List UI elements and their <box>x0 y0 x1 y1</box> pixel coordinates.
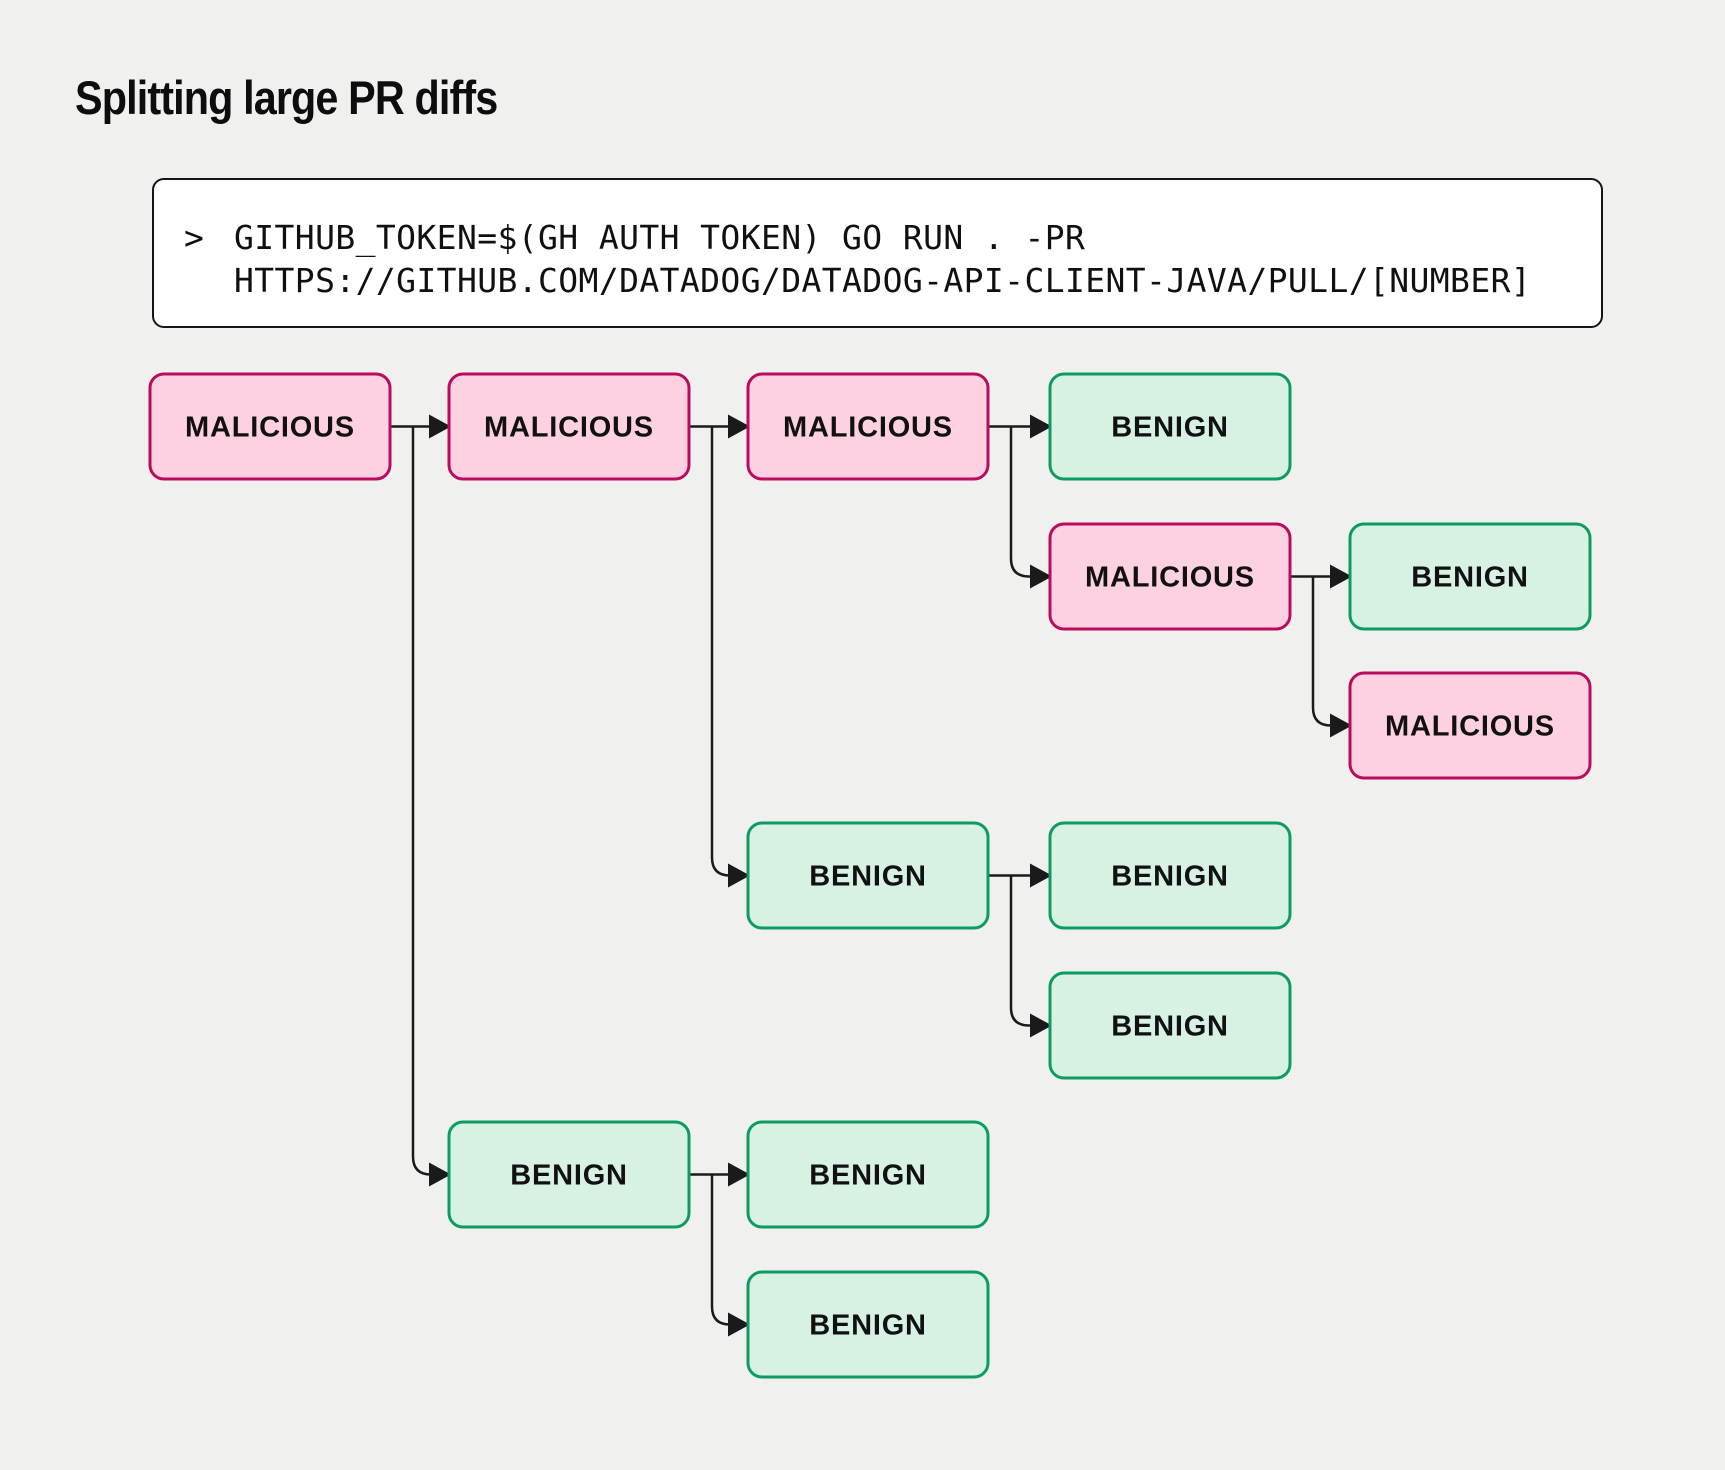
terminal-command-text-1: GITHUB_TOKEN=$(GH AUTH TOKEN) GO RUN . -… <box>234 218 1086 257</box>
node-label: BENIGN <box>809 861 927 893</box>
node-label: MALICIOUS <box>1085 562 1255 594</box>
arrowhead-icon <box>1030 564 1052 589</box>
diagram-edge-n3-n5 <box>1009 426 1034 578</box>
diagram-node-n1-malicious: MALICIOUS <box>148 372 392 481</box>
diagram-node-n13-benign: BENIGN <box>746 1270 990 1379</box>
arrowhead-icon <box>1030 1013 1052 1038</box>
arrowhead-icon <box>728 1162 750 1187</box>
arrowhead-icon <box>429 414 451 439</box>
node-box <box>447 1120 691 1229</box>
terminal-command-box: > GITHUB_TOKEN=$(GH AUTH TOKEN) GO RUN . … <box>152 178 1603 328</box>
diagram-edge-n2-n8 <box>710 426 732 877</box>
node-label: MALICIOUS <box>1385 711 1555 743</box>
diagram-node-n6-benign: BENIGN <box>1348 522 1592 631</box>
node-label: BENIGN <box>1411 562 1529 594</box>
node-box <box>148 372 392 481</box>
arrowhead-icon <box>1330 564 1352 589</box>
node-box <box>1348 522 1592 631</box>
node-box <box>1048 971 1292 1080</box>
node-box <box>746 372 990 481</box>
terminal-line-2: HTTPS://GITHUB.COM/DATADOG/DATADOG-API-C… <box>184 259 1601 302</box>
node-label: BENIGN <box>809 1160 927 1192</box>
diagram-node-n2-malicious: MALICIOUS <box>447 372 691 481</box>
arrowhead-icon <box>1030 863 1052 888</box>
terminal-prompt: > <box>184 218 205 257</box>
arrowhead-icon <box>728 863 750 888</box>
diagram-node-n12-benign: BENIGN <box>746 1120 990 1229</box>
diagram-node-n7-malicious: MALICIOUS <box>1348 671 1592 780</box>
node-label: BENIGN <box>510 1160 628 1192</box>
node-box <box>1048 522 1292 631</box>
node-box <box>746 1270 990 1379</box>
node-label: BENIGN <box>809 1310 927 1342</box>
node-box <box>1048 821 1292 930</box>
diagram-edge-n1-n11 <box>411 426 433 1176</box>
diagram-node-n4-benign: BENIGN <box>1048 372 1292 481</box>
diagram-node-n9-benign: BENIGN <box>1048 821 1292 930</box>
diagram-node-n11-benign: BENIGN <box>447 1120 691 1229</box>
arrowhead-icon <box>429 1162 451 1187</box>
diagram-node-n10-benign: BENIGN <box>1048 971 1292 1080</box>
diagram-edge-n5-n7 <box>1311 576 1334 727</box>
node-label: MALICIOUS <box>484 412 654 444</box>
node-label: BENIGN <box>1111 861 1229 893</box>
diagram-node-n8-benign: BENIGN <box>746 821 990 930</box>
node-box <box>1048 372 1292 481</box>
diagram-edge-n11-n13 <box>710 1174 732 1326</box>
node-box <box>447 372 691 481</box>
terminal-line-1: > GITHUB_TOKEN=$(GH AUTH TOKEN) GO RUN . … <box>184 216 1601 259</box>
node-box <box>1348 671 1592 780</box>
diagram-node-n3-malicious: MALICIOUS <box>746 372 990 481</box>
diagram-node-n5-malicious: MALICIOUS <box>1048 522 1292 631</box>
arrowhead-icon <box>1030 414 1052 439</box>
node-box <box>746 1120 990 1229</box>
page-title: Splitting large PR diffs <box>75 71 498 124</box>
node-label: MALICIOUS <box>783 412 953 444</box>
node-label: MALICIOUS <box>185 412 355 444</box>
arrowhead-icon <box>728 1312 750 1337</box>
arrowhead-icon <box>1330 713 1352 738</box>
diagram-edge-n8-n10 <box>1009 875 1034 1027</box>
terminal-command-text-2: HTTPS://GITHUB.COM/DATADOG/DATADOG-API-C… <box>234 261 1532 300</box>
arrowhead-icon <box>728 414 750 439</box>
node-box <box>746 821 990 930</box>
node-label: BENIGN <box>1111 412 1229 444</box>
node-label: BENIGN <box>1111 1011 1229 1043</box>
